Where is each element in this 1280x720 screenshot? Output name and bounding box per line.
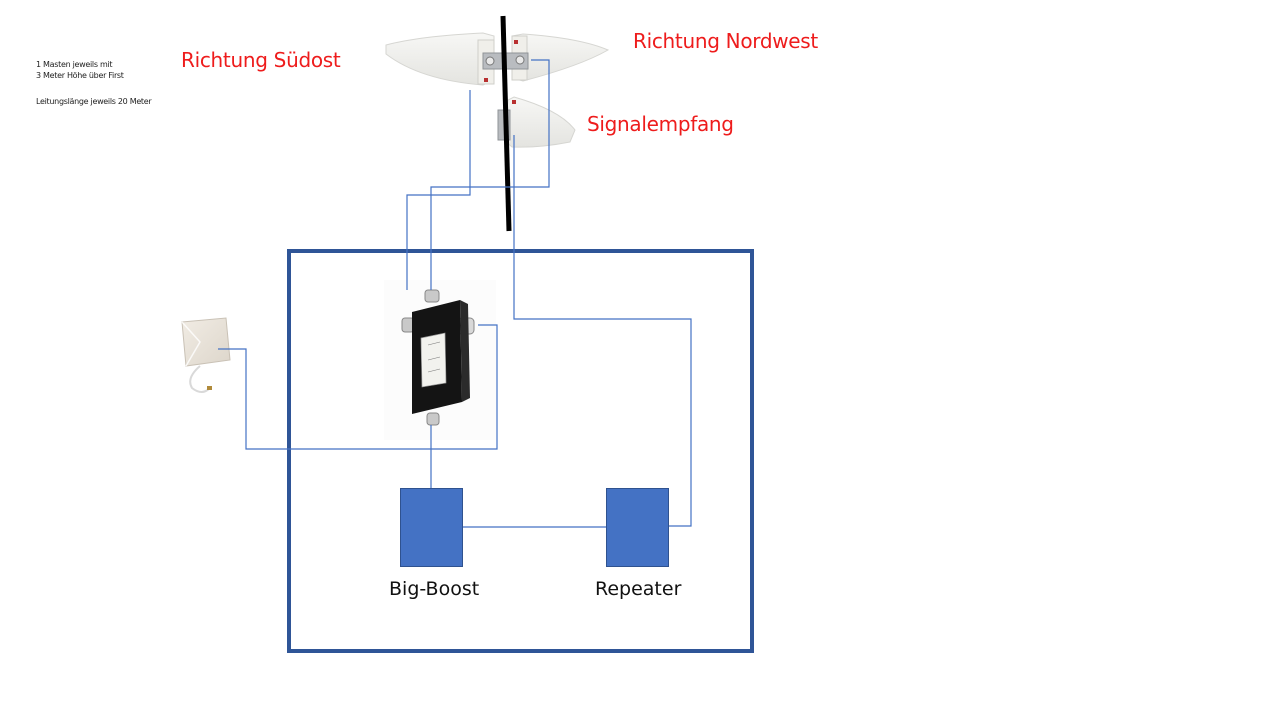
antenna-northwest-icon — [505, 33, 610, 82]
antenna-southeast-icon — [385, 32, 504, 86]
big-boost-device — [400, 488, 463, 567]
note-mast-count: 1 Masten jeweils mit — [36, 60, 113, 69]
antenna-reception-icon — [497, 96, 576, 148]
building-outline — [287, 249, 754, 653]
repeater-device — [606, 488, 669, 567]
cable-panel-antenna — [218, 324, 498, 450]
cable-southeast — [406, 90, 471, 290]
repeater-label: Repeater — [595, 578, 682, 600]
splitter-icon — [384, 280, 496, 440]
label-northwest: Richtung Nordwest — [633, 29, 818, 53]
label-southeast: Richtung Südost — [181, 48, 341, 72]
panel-antenna-icon — [181, 317, 231, 393]
mast — [500, 15, 512, 232]
cable-reception — [513, 135, 692, 527]
label-reception: Signalempfang — [587, 112, 734, 136]
cable-northwest — [430, 59, 550, 290]
big-boost-label: Big-Boost — [389, 578, 480, 600]
note-cable-length: Leitungslänge jeweils 20 Meter — [36, 97, 152, 106]
note-mast-height: 3 Meter Höhe über First — [36, 71, 124, 80]
